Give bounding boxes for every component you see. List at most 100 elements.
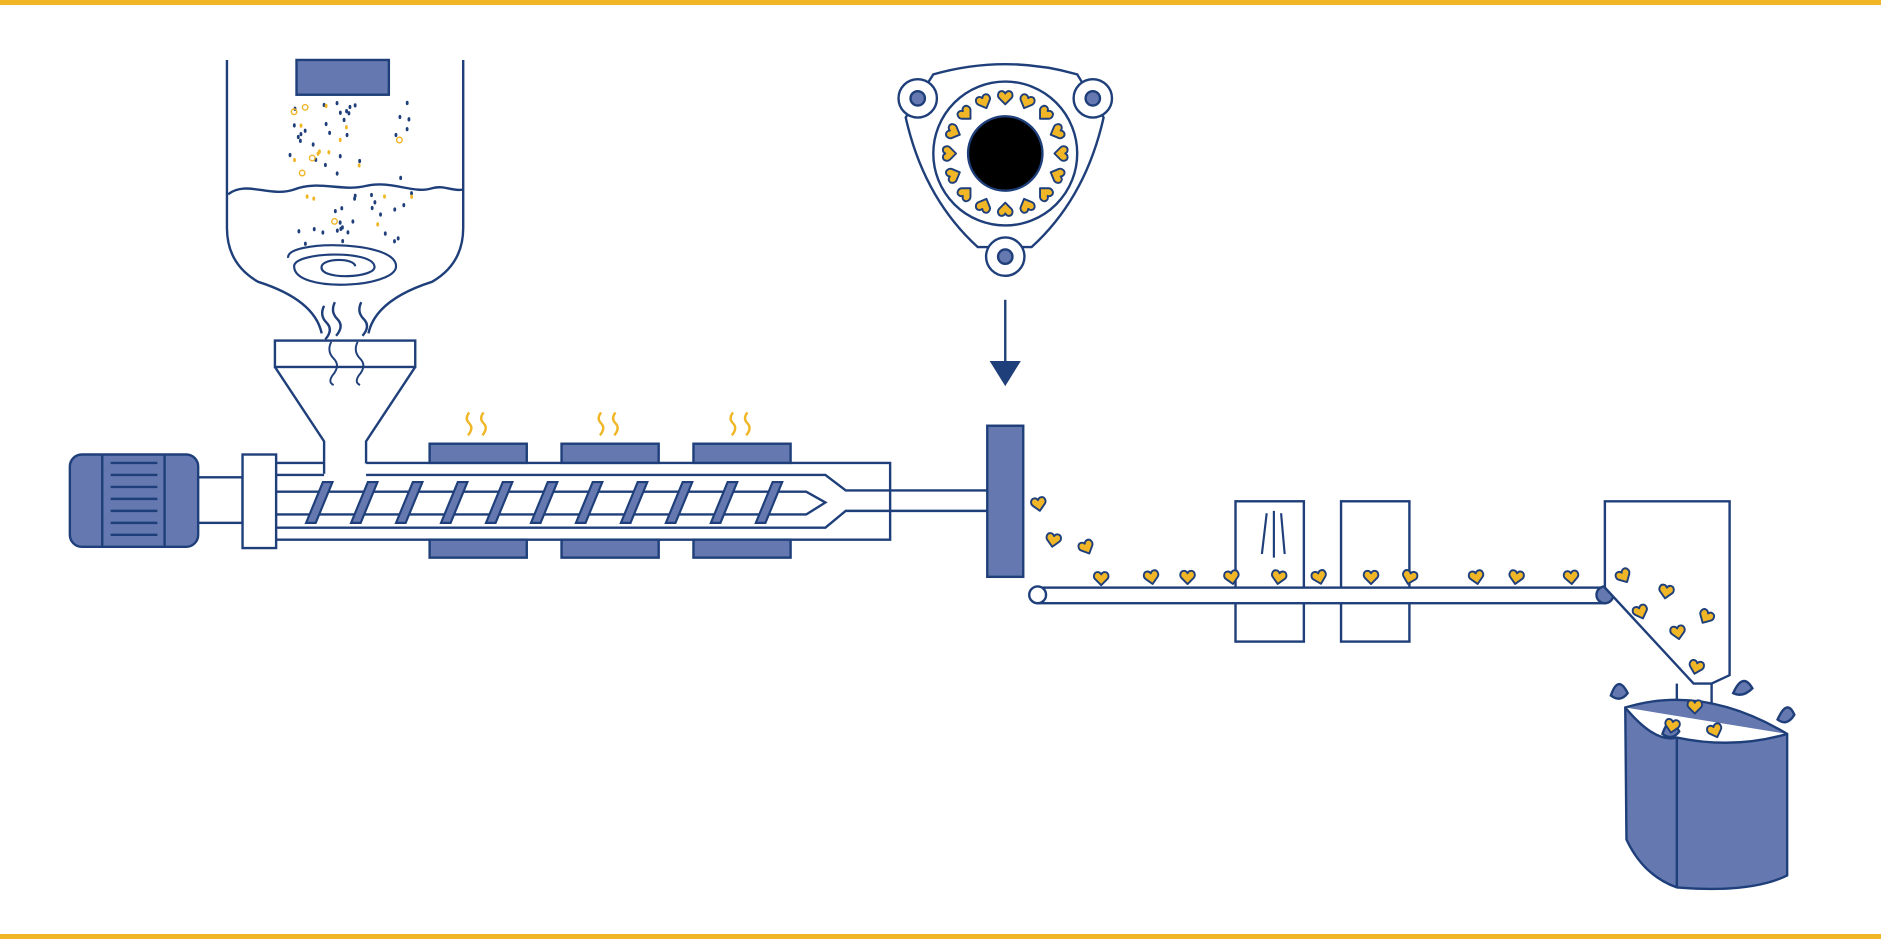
particle xyxy=(312,196,316,201)
collection-hopper xyxy=(1603,500,1731,708)
heater-band-top xyxy=(560,442,660,465)
particle xyxy=(395,136,403,144)
screw-flight xyxy=(664,481,694,524)
heater-band-top xyxy=(692,442,792,465)
particle xyxy=(394,132,398,138)
product-pellet xyxy=(1467,568,1486,587)
particle xyxy=(298,138,302,143)
particle xyxy=(358,158,362,164)
particle xyxy=(338,110,342,115)
product-pellet xyxy=(1076,537,1097,558)
screw-flight xyxy=(349,481,380,524)
particle xyxy=(383,231,387,236)
screw-flight xyxy=(394,481,425,524)
particle xyxy=(393,239,396,244)
particle xyxy=(398,114,402,120)
screw-flight xyxy=(709,481,739,524)
particle xyxy=(338,154,342,159)
particle xyxy=(410,194,414,199)
screw-flight xyxy=(754,481,784,524)
liquid-surface xyxy=(227,183,464,196)
particle xyxy=(410,191,413,196)
particle xyxy=(297,229,301,234)
particle xyxy=(311,142,315,147)
particle xyxy=(324,103,328,109)
heater-band-bottom xyxy=(428,538,528,559)
particle xyxy=(298,169,306,177)
screw-flight xyxy=(484,481,514,524)
particle xyxy=(376,222,380,227)
particle xyxy=(405,100,409,106)
particle xyxy=(346,230,350,235)
particle xyxy=(357,163,361,168)
particle xyxy=(301,103,309,111)
particle xyxy=(299,131,303,137)
particle xyxy=(288,152,292,158)
tank-lid-block xyxy=(295,58,391,96)
particle xyxy=(396,236,400,241)
product-pellet xyxy=(1142,568,1161,587)
particle xyxy=(342,117,346,123)
particle xyxy=(312,227,316,232)
particle xyxy=(353,193,357,198)
particle xyxy=(333,208,337,214)
particle xyxy=(344,125,348,130)
cutter-unit-1 xyxy=(1234,500,1306,643)
heater-band-bottom xyxy=(560,538,660,559)
conveyor-roller-left xyxy=(1028,585,1048,605)
particle xyxy=(347,111,351,116)
down-arrow-icon xyxy=(989,299,1021,387)
feed-hopper xyxy=(273,339,417,474)
mixing-tank xyxy=(225,58,465,341)
particle xyxy=(345,132,349,138)
particle xyxy=(328,130,332,136)
particle xyxy=(321,230,325,235)
screw-flight xyxy=(574,481,604,524)
particle xyxy=(340,206,344,211)
top-accent-band xyxy=(0,0,1881,5)
conveyor-belt xyxy=(1036,586,1607,605)
particle xyxy=(331,217,339,225)
particle xyxy=(323,162,327,168)
product-pellet xyxy=(1029,495,1048,513)
screw-flight xyxy=(304,481,335,524)
particle xyxy=(296,134,300,140)
product-pellet xyxy=(1562,569,1580,586)
particle xyxy=(373,200,377,205)
mixing-particles xyxy=(288,100,414,246)
heat-icon xyxy=(480,411,487,437)
gearbox-flange xyxy=(241,453,278,550)
heater-band-top xyxy=(428,442,528,465)
particle xyxy=(339,226,343,232)
particle xyxy=(383,194,386,199)
particle xyxy=(338,137,342,143)
particle xyxy=(292,123,296,128)
particle xyxy=(402,202,406,208)
particle xyxy=(338,220,342,225)
particle xyxy=(308,154,316,162)
particle xyxy=(299,123,303,128)
swirl xyxy=(287,244,398,286)
particle xyxy=(303,128,307,133)
particle xyxy=(345,108,349,114)
particle xyxy=(335,228,339,233)
heat-icon xyxy=(611,411,619,437)
particle xyxy=(305,194,309,199)
particle xyxy=(393,207,397,212)
product-pellet xyxy=(1092,571,1110,587)
heat-icon xyxy=(465,411,473,437)
particle xyxy=(303,241,307,246)
particle xyxy=(335,171,339,176)
product-pellet xyxy=(1179,569,1196,585)
bulk-bag xyxy=(1609,679,1796,891)
product-pellet xyxy=(1044,531,1063,549)
barrel-heaters xyxy=(428,411,792,559)
particle xyxy=(327,150,331,155)
bottom-accent-band xyxy=(0,934,1881,939)
heat-icon xyxy=(597,411,605,437)
particle xyxy=(348,104,352,110)
hopper-collar xyxy=(273,339,417,369)
particle xyxy=(353,103,357,108)
particle xyxy=(405,126,409,132)
